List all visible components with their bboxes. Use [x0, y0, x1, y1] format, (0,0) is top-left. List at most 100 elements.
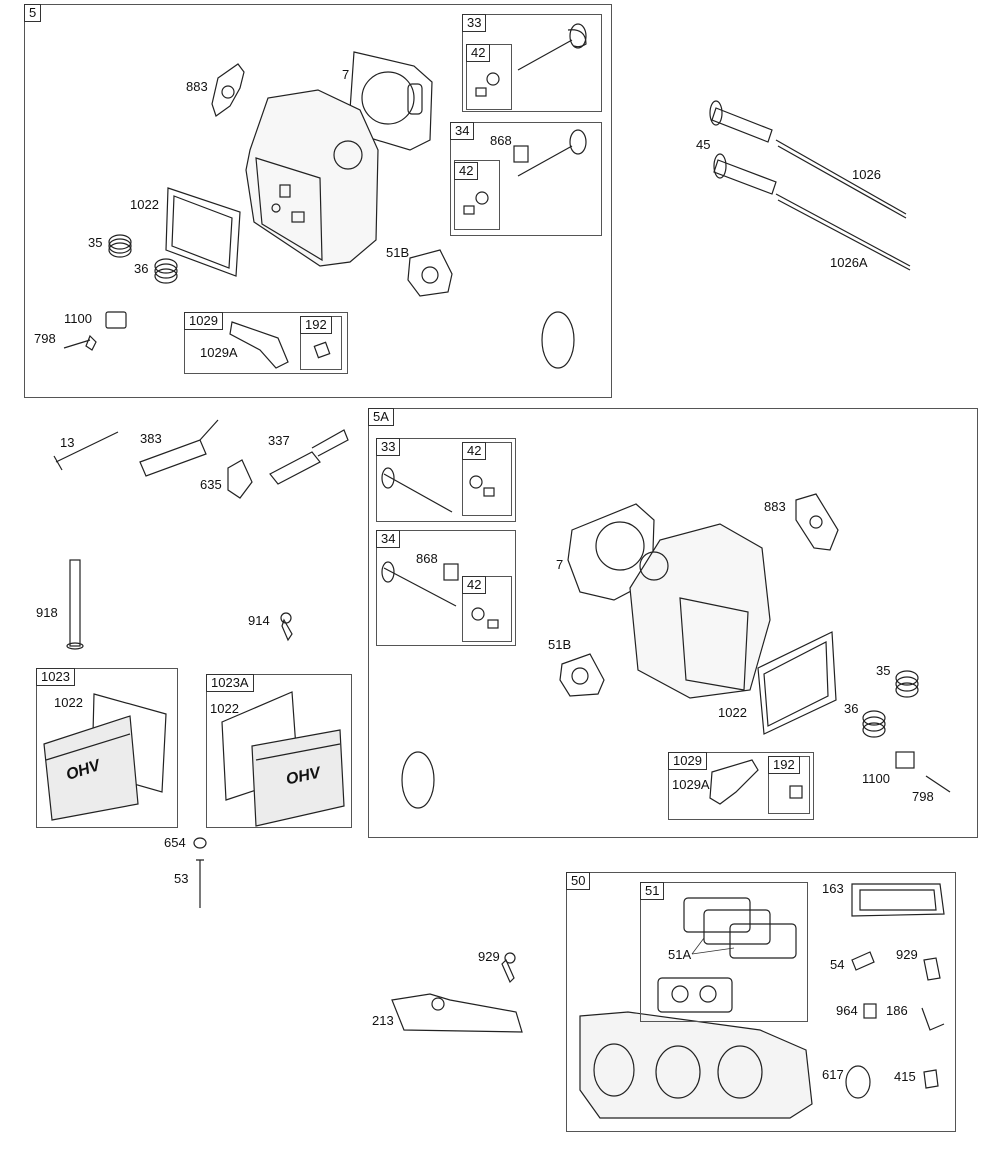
group-51-frame [640, 882, 808, 1022]
group-tag-42a: 42 [466, 44, 491, 62]
group-tag-192b: 192 [768, 756, 800, 774]
part-label-868: 868 [490, 133, 512, 148]
group-1029b-frame [668, 752, 814, 820]
pushrod-1026A [775, 193, 911, 267]
part-label-51A: 51A [668, 947, 692, 962]
part-label-53: 53 [174, 871, 189, 886]
part-label-51B: 51B [386, 245, 410, 260]
spring-36b-shape [862, 710, 886, 738]
cylinder-head-face [255, 157, 323, 262]
bolt-13-shape [53, 431, 119, 471]
elbow-186-shape [921, 1007, 945, 1031]
cylinder-head-boss-2 [291, 211, 305, 223]
cylinder-head-stud [271, 203, 281, 213]
group-tag-1023: 1023 [36, 668, 75, 686]
valve-cover-1023A-shape [221, 691, 345, 827]
cylinder-head-boss-1 [279, 184, 291, 198]
valve-33a-shape [517, 29, 587, 71]
group-tag-34a: 34 [450, 122, 475, 140]
part-label-964: 964 [836, 1003, 858, 1018]
part-label-883: 883 [186, 79, 208, 94]
tube-918-shape [69, 559, 81, 647]
screw-54-shape [851, 951, 875, 971]
o-ring-617-shape [845, 1065, 871, 1099]
part-label-1022: 1022 [130, 197, 159, 212]
cylinder-head-shape [245, 89, 379, 267]
group-tag-50: 50 [566, 872, 591, 890]
tappet-45-upper [711, 107, 773, 143]
part-label-213: 213 [372, 1013, 394, 1028]
group-tag-1029b: 1029 [668, 752, 707, 770]
pushrod-1026 [775, 139, 907, 215]
gasket-883-shape [211, 63, 245, 117]
guide-868a [513, 145, 529, 163]
bolt-798b-shape [925, 775, 951, 793]
group-33a-frame [462, 14, 602, 112]
fitting-929b-shape [923, 957, 941, 981]
retainer-42a [486, 72, 500, 86]
fitting-415-shape [923, 1069, 939, 1089]
part-label-35: 35 [88, 235, 103, 250]
cover-gasket-1022-shape [165, 187, 241, 277]
boot-635-shape [227, 459, 253, 499]
stud-53-shape [196, 859, 204, 908]
gasket-883b-shape [795, 493, 839, 551]
sleeve-964-shape [863, 1003, 877, 1019]
o-ring-b-shape [401, 751, 435, 809]
part-label-798b: 798 [912, 789, 934, 804]
part-label-914: 914 [248, 613, 270, 628]
part-label-45: 45 [696, 137, 711, 152]
retainer-42b [475, 191, 489, 205]
group-50-frame [566, 872, 956, 1132]
nut-654-shape [193, 837, 207, 849]
part-label-1100: 1100 [64, 311, 92, 326]
valve-33b-shape [383, 473, 453, 513]
group-tag-42c: 42 [462, 442, 487, 460]
part-label-918: 918 [36, 605, 58, 620]
part-label-1029A: 1029A [200, 345, 238, 360]
group-1029a-frame [184, 312, 348, 374]
group-tag-1023A: 1023A [206, 674, 254, 692]
rocker-arm-1029Ab-shape [709, 759, 759, 805]
spark-plug-337-shape [269, 429, 349, 485]
group-1023A-frame [206, 674, 352, 828]
group-42c-frame [462, 442, 512, 516]
group-tag-5A: 5A [368, 408, 394, 426]
part-label-929a: 929 [478, 949, 500, 964]
spring-36-shape [154, 258, 178, 284]
gasket-163-shape [851, 883, 945, 917]
part-label-883b: 883 [764, 499, 786, 514]
part-label-7b: 7 [556, 557, 564, 572]
gasket-51B-shape [407, 249, 453, 297]
group-34a-frame [450, 122, 602, 236]
part-label-798: 798 [34, 331, 56, 346]
part-label-1026: 1026 [852, 167, 881, 182]
rocker-arm-1029A-shape [229, 321, 289, 369]
guide-868b [443, 563, 459, 581]
group-1023-frame [36, 668, 178, 828]
part-label-1022b: 1022 [718, 705, 747, 720]
part-label-51Bb: 51B [548, 637, 572, 652]
part-label-35b: 35 [876, 663, 891, 678]
part-label-868b: 868 [416, 551, 438, 566]
spring-35b-shape [895, 670, 919, 698]
part-label-635: 635 [200, 477, 222, 492]
retainer-42c [469, 475, 483, 489]
group-42b-frame [454, 160, 500, 230]
group-tag-192a: 192 [300, 316, 332, 334]
part-label-1026A: 1026A [830, 255, 868, 270]
part-label-1022-cover: 1022 [54, 695, 83, 710]
part-label-13: 13 [60, 435, 75, 450]
part-label-36: 36 [134, 261, 149, 276]
screw-914-shape [281, 618, 293, 642]
gasket-51A-shapes [657, 897, 797, 1013]
primer-383-shape [139, 419, 219, 477]
part-label-1100b: 1100 [862, 771, 890, 786]
bolt-798-shape [63, 334, 97, 351]
group-tag-5: 5 [24, 4, 42, 22]
group-tag-34b: 34 [376, 530, 401, 548]
group-5-frame [24, 4, 612, 398]
head-gasket-7-slot [407, 83, 423, 115]
group-tag-1029a: 1029 [184, 312, 223, 330]
